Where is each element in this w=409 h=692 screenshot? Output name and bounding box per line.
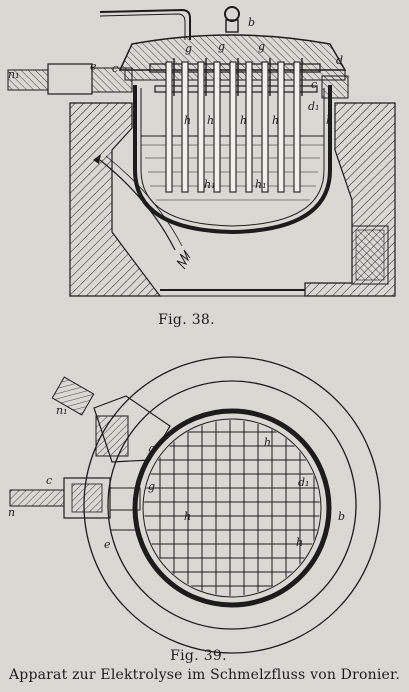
fig38-letter-d1: d₁ [308,100,319,113]
fig38-letter-d: d [336,54,343,67]
electrode-plates [165,61,301,193]
fig38-letter-g3: g [258,40,265,53]
fig39-letter-b: b [338,510,345,523]
fig38-letter-b: b [248,16,255,29]
furnace-wall-left [69,102,162,297]
figure-39-label: Fig. 39. [170,648,227,664]
fig39-letter-g1: g [148,442,155,455]
fig39-letter-h2: h [264,436,271,449]
fig38-letter-h3: h [240,114,247,127]
fig39-letter-g2: g [148,480,155,493]
outer-ring [83,356,381,654]
fig38-letter-g2: g [218,40,225,53]
fig38-letter-hh2: h₁ [255,178,267,191]
fig38-letter-g1: g [185,42,192,55]
fig39-letter-e: e [104,538,111,551]
fig39-letter-h3: h [296,536,303,549]
fig38-letter-h4: h [272,114,279,127]
fig39-letter-n: n [8,506,15,519]
fig38-letter-c2: c [311,78,317,91]
fig38-letter-c: c [112,62,118,75]
fig38-letter-h1: h [184,114,191,127]
fig38-letter-hh1: h₁ [204,178,216,191]
fig39-letter-n1: n₁ [56,404,68,417]
fig39-letter-h1: h [184,510,191,523]
figure-caption: Apparat zur Elektrolyse im Schmelzfluss … [8,667,401,683]
crucible-vessel [133,85,332,235]
fig38-letter-h2: h [207,114,214,127]
fig38-letter-e: e [90,60,97,73]
fig39-letter-d1: d₁ [298,476,309,489]
fig39-letter-c: c [46,474,52,487]
lid [118,34,347,71]
fig38-letter-n1: n₁ [8,68,20,81]
fig38-letter-h5: h [326,114,333,127]
figure-38-label: Fig. 38. [158,312,215,328]
electrode-grid [144,420,320,596]
